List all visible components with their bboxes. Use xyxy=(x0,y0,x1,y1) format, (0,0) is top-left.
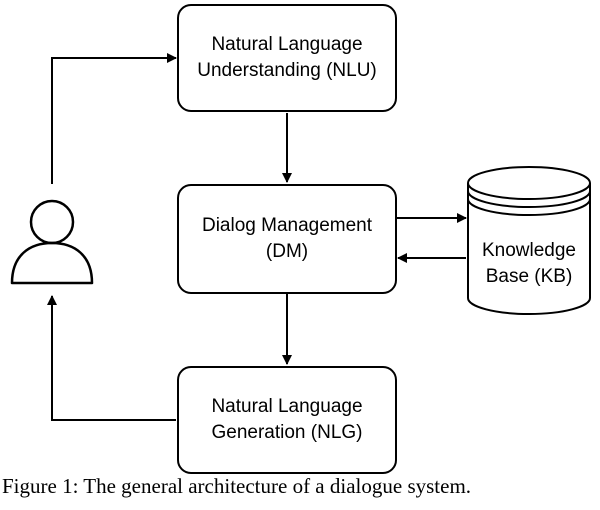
user-icon xyxy=(10,199,94,285)
dm-label-line1: Dialog Management xyxy=(201,215,373,236)
kb-label-line2: Base (KB) xyxy=(485,266,573,287)
nlg-label-line2: Generation (NLG) xyxy=(211,422,363,443)
arrow-user-to-nlu xyxy=(51,53,177,184)
nlu-label-line2: Understanding (NLU) xyxy=(197,60,377,81)
dm-label-line2: (DM) xyxy=(265,241,309,262)
kb-label: Knowledge Base (KB) xyxy=(468,238,590,290)
nlg-box: Natural Language Generation (NLG) xyxy=(177,366,397,474)
kb-label-line1: Knowledge xyxy=(481,240,577,261)
knowledge-base-cylinder xyxy=(467,166,591,315)
figure-caption: Figure 1: The general architecture of a … xyxy=(2,474,472,498)
arrow-nlg-to-user xyxy=(47,295,176,421)
dm-box: Dialog Management (DM) xyxy=(177,184,397,294)
nlu-label-line1: Natural Language xyxy=(211,34,363,55)
nlg-label-line1: Natural Language xyxy=(211,396,363,417)
nlu-box: Natural Language Understanding (NLU) xyxy=(177,4,397,112)
